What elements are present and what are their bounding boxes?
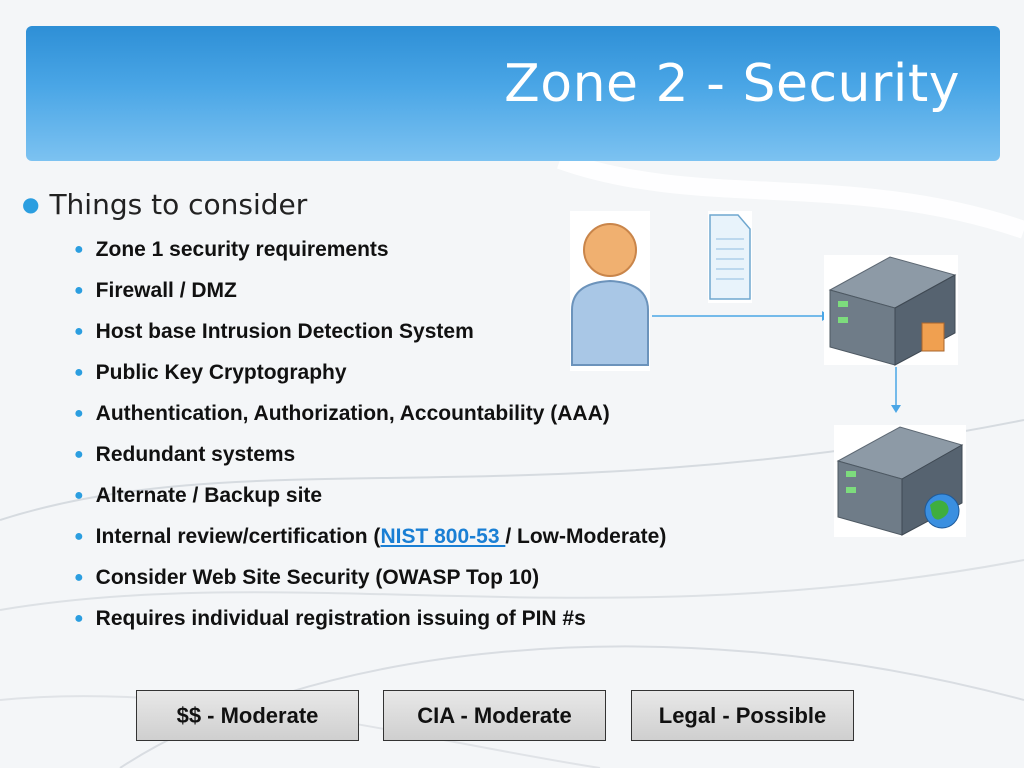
- web-server-icon: [834, 425, 966, 537]
- cost-button[interactable]: $$ - Moderate: [136, 690, 359, 741]
- bullet-icon: ●: [74, 364, 84, 381]
- document-icon: [708, 211, 752, 303]
- arrow-icon: [652, 311, 830, 321]
- nist-link[interactable]: NIST 800-53: [380, 525, 506, 548]
- bullet-icon: ●: [74, 405, 84, 422]
- bullet-icon: ●: [74, 323, 84, 340]
- list-item-text: Authentication, Authorization, Accountab…: [95, 402, 610, 425]
- legal-button[interactable]: Legal - Possible: [631, 690, 854, 741]
- list-item-text: / Low-Moderate): [505, 525, 667, 548]
- firewall-server-icon: [824, 255, 958, 366]
- bullet-icon: ●: [74, 487, 84, 504]
- main-bullet: ● Things to consider: [22, 188, 307, 221]
- bullet-icon: ●: [74, 528, 84, 545]
- main-bullet-text: Things to consider: [49, 188, 308, 221]
- title-bar: [26, 26, 1000, 161]
- user-icon: [570, 211, 650, 371]
- list-item: ● Alternate / Backup site: [74, 480, 666, 521]
- bullet-icon: ●: [22, 192, 40, 216]
- list-item-text: Internal review/certification (: [95, 525, 381, 548]
- network-diagram: [570, 211, 966, 537]
- list-item: ● Zone 1 security requirements: [74, 234, 666, 275]
- list-item-text: Consider Web Site Security (OWASP Top 10…: [95, 566, 540, 589]
- bullet-icon: ●: [74, 446, 84, 463]
- bullet-icon: ●: [74, 569, 84, 586]
- list-item: ● Redundant systems: [74, 439, 666, 480]
- list-item: ● Firewall / DMZ: [74, 275, 666, 316]
- list-item: ● Requires individual registration issuin…: [74, 603, 666, 644]
- list-item: ● Host base Intrusion Detection System: [74, 316, 666, 357]
- arrow-icon: [891, 367, 901, 413]
- list-item: ● Internal review/certification (NIST 800…: [74, 521, 666, 562]
- cia-button[interactable]: CIA - Moderate: [383, 690, 606, 741]
- list-item-text: Host base Intrusion Detection System: [95, 320, 474, 343]
- bullet-icon: ●: [74, 241, 84, 258]
- list-item-text: Alternate / Backup site: [95, 484, 323, 507]
- list-item-text: Firewall / DMZ: [95, 279, 237, 302]
- list-item: ● Authentication, Authorization, Accounta…: [74, 398, 666, 439]
- bullet-icon: ●: [74, 282, 84, 299]
- bullet-icon: ●: [74, 610, 84, 627]
- list-item-text: Public Key Cryptography: [95, 361, 347, 384]
- bullet-list: ● Zone 1 security requirements ● Firewall …: [74, 234, 666, 644]
- list-item-text: Requires individual registration issuing…: [95, 607, 586, 630]
- list-item-text: Redundant systems: [95, 443, 296, 466]
- list-item: ● Consider Web Site Security (OWASP Top 1…: [74, 562, 666, 603]
- list-item: ● Public Key Cryptography: [74, 357, 666, 398]
- slide-title: Zone 2 - Security: [504, 54, 960, 114]
- list-item-text: Zone 1 security requirements: [95, 238, 389, 261]
